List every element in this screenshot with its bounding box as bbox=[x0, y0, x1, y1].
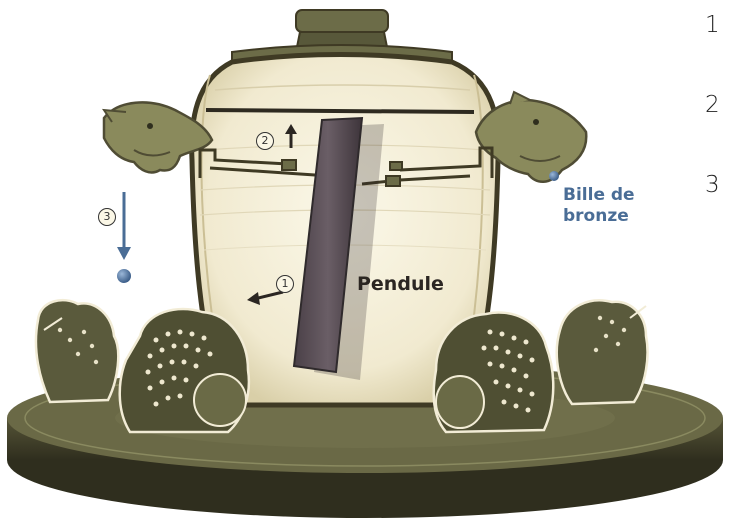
step-marker-1: 1 bbox=[276, 275, 294, 293]
side-number-1: 1 bbox=[705, 12, 720, 38]
side-number-2: 2 bbox=[705, 92, 720, 118]
label-bronze-ball-line1: Bille de bbox=[563, 185, 635, 206]
label-bronze-ball: Bille de bronze bbox=[563, 185, 635, 227]
label-pendulum: Pendule bbox=[357, 273, 444, 295]
toad-right bbox=[434, 312, 554, 432]
toad-far-right bbox=[557, 300, 648, 404]
step-marker-3: 3 bbox=[98, 208, 116, 226]
label-bronze-ball-line2: bronze bbox=[563, 206, 635, 227]
toad-far-left bbox=[36, 300, 118, 402]
falling-ball bbox=[117, 269, 131, 283]
arrow-step-3 bbox=[117, 192, 131, 283]
ball-in-mouth bbox=[549, 171, 559, 181]
toad-left bbox=[120, 309, 249, 432]
side-number-3: 3 bbox=[705, 172, 720, 198]
step-marker-2: 2 bbox=[256, 132, 274, 150]
